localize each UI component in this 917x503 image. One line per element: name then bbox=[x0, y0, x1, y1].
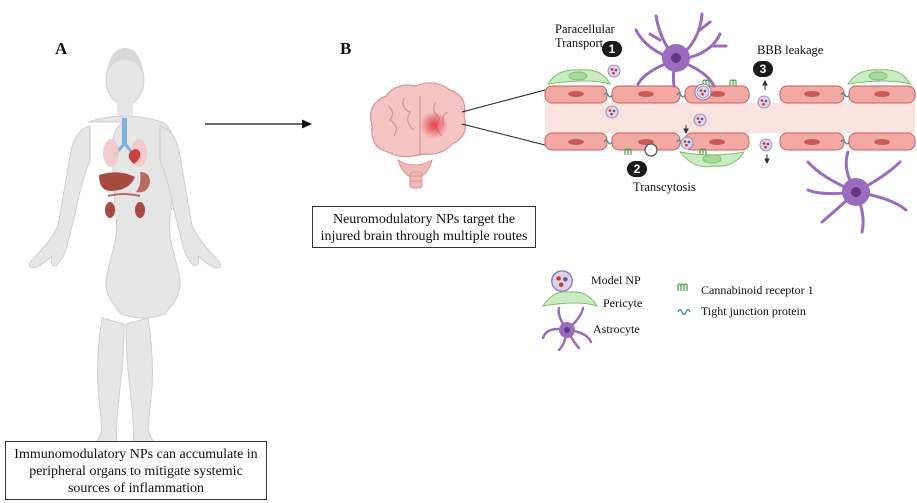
pericyte-top-right bbox=[847, 69, 911, 85]
human-body-illustration bbox=[28, 48, 222, 453]
panel-b-letter: B bbox=[340, 39, 352, 58]
panel-b-caption: Neuromodulatory NPs target the injured b… bbox=[312, 206, 536, 248]
panel-b-caption-line: injured brain through multiple routes bbox=[320, 229, 528, 244]
panel-a-caption: Immunomodulatory NPs can accumulate in p… bbox=[5, 441, 267, 500]
route-1-label-line: Transport bbox=[555, 36, 604, 50]
panel-a-letter: A bbox=[55, 39, 68, 58]
legend-label-model-np: Model NP bbox=[591, 273, 641, 287]
model-np-icon bbox=[550, 269, 574, 293]
route-1-badge: 1 bbox=[602, 41, 622, 57]
tight-junction-icon bbox=[677, 308, 691, 316]
pericyte-icon bbox=[541, 291, 599, 307]
pericyte-bottom bbox=[678, 151, 746, 168]
pericyte-top-left bbox=[547, 69, 611, 85]
zoom-line-bottom bbox=[461, 123, 546, 146]
zoom-line-top bbox=[461, 89, 546, 113]
panel-a-caption-line: peripheral organs to mitigate systemic bbox=[29, 464, 243, 479]
arrow-to-brain bbox=[205, 119, 312, 129]
route-3-label: BBB leakage bbox=[757, 43, 824, 57]
panel-a-caption-line: Immunomodulatory NPs can accumulate in bbox=[14, 447, 258, 462]
route-1-label-line: Paracellular bbox=[555, 22, 615, 36]
route-2-label: Transcytosis bbox=[633, 180, 696, 194]
panel-a-caption-line: sources of inflammation bbox=[67, 481, 205, 496]
blood-vessel-diagram bbox=[544, 12, 916, 234]
panel-b-caption-line: Neuromodulatory NPs target the bbox=[332, 212, 516, 227]
legend-icons bbox=[541, 269, 691, 352]
legend-label-tight-junction: Tight junction protein bbox=[701, 304, 806, 318]
legend-label-pericyte: Pericyte bbox=[603, 296, 643, 310]
cannabinoid-receptor-icon bbox=[677, 283, 688, 291]
legend-label-cannabinoid-receptor: Cannabinoid receptor 1 bbox=[701, 283, 814, 297]
route-2-badge: 2 bbox=[627, 161, 647, 177]
brain-illustration bbox=[370, 82, 467, 189]
route-1-label: Paracellular Transport bbox=[555, 22, 615, 50]
route-3-badge: 3 bbox=[753, 61, 773, 77]
legend-label-astrocyte: Astrocyte bbox=[593, 322, 640, 336]
